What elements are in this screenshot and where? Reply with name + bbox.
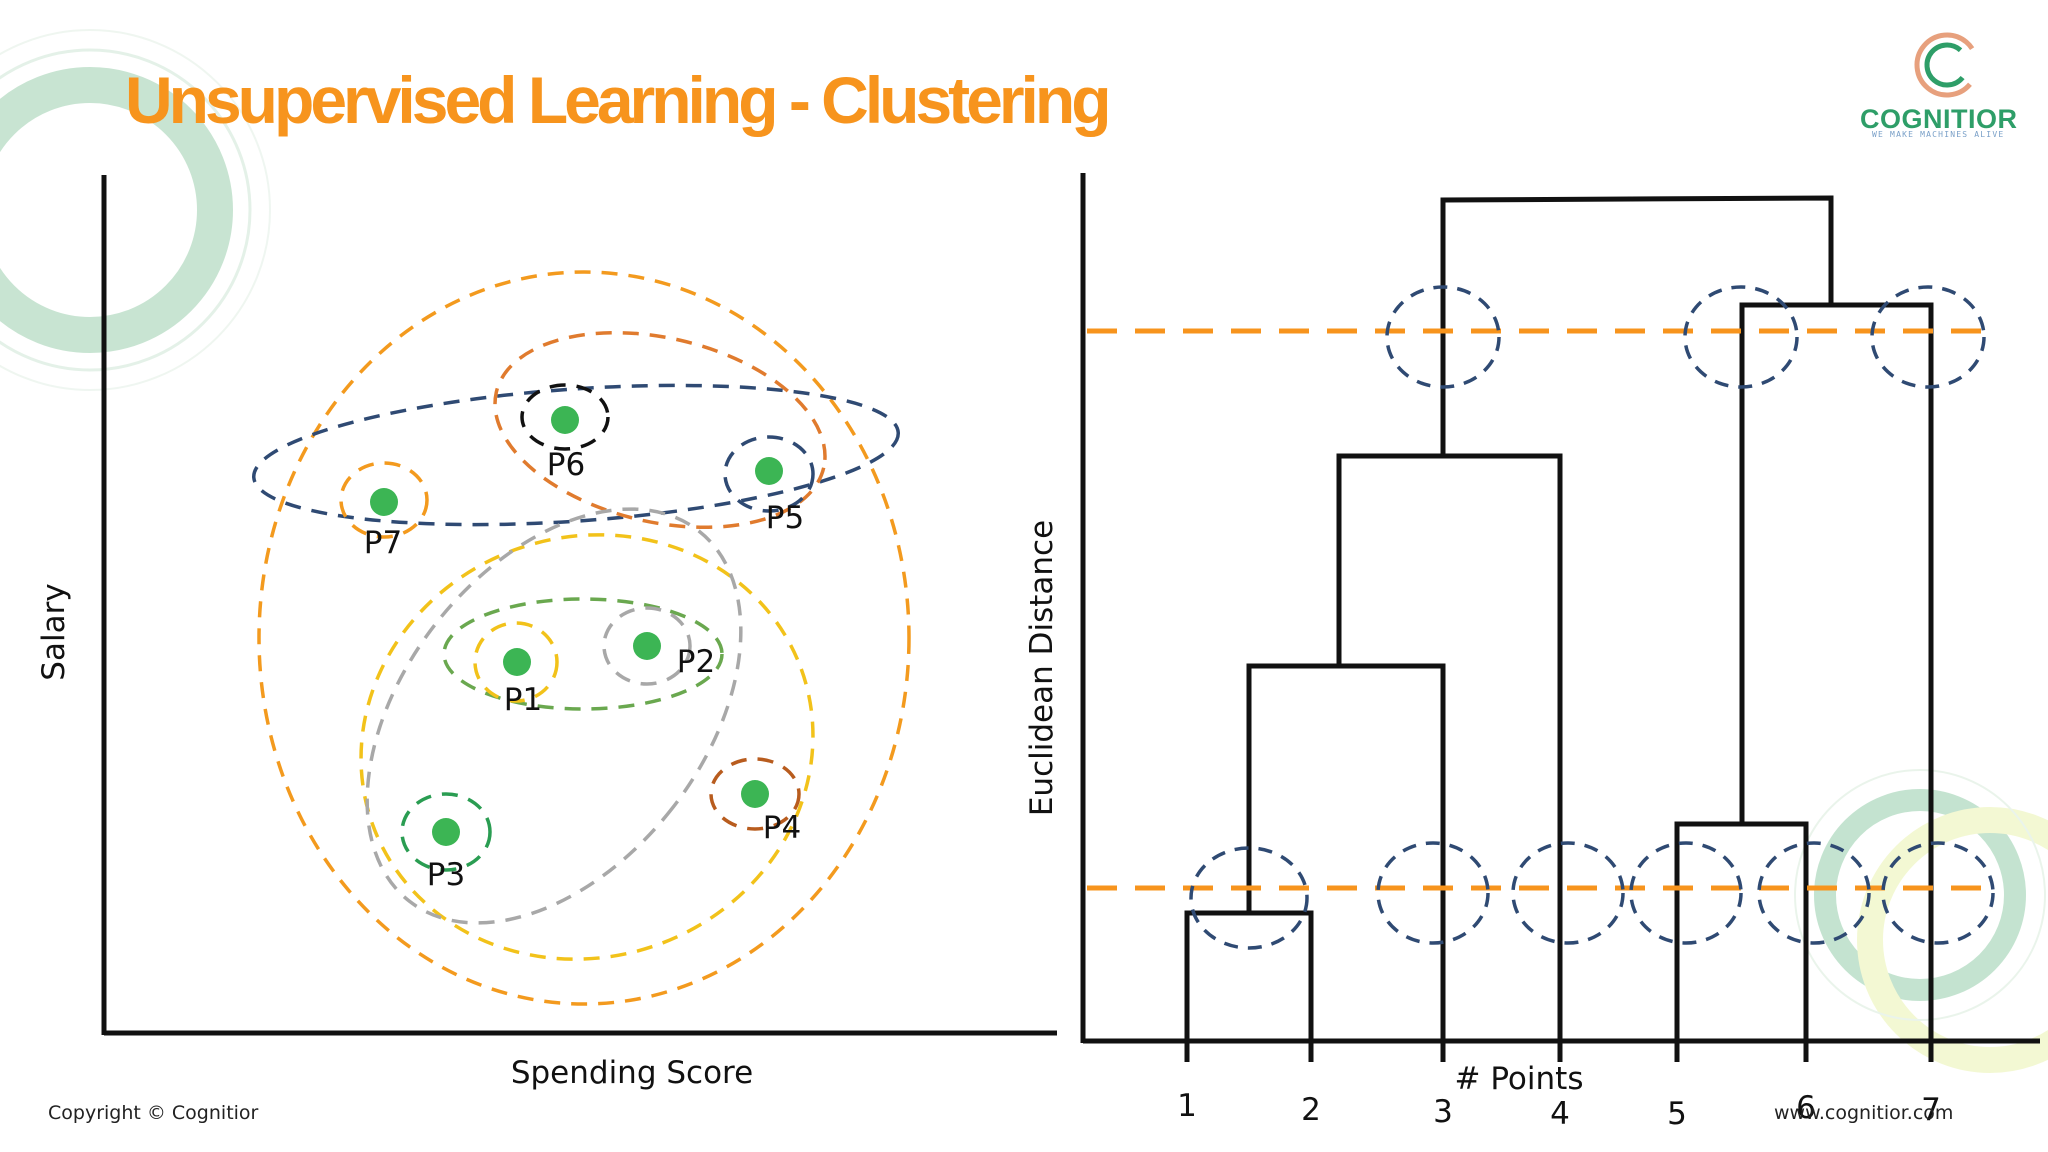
ring-outer-orange xyxy=(257,270,911,1006)
point-label-p5: P5 xyxy=(766,500,804,536)
point-p7 xyxy=(370,488,398,516)
cut-circle-low-4 xyxy=(1629,841,1743,945)
leaf-label-6: 6 xyxy=(1796,1090,1816,1126)
ring-p3 xyxy=(400,792,492,872)
point-p5 xyxy=(755,457,783,485)
dendrogram-y-label: Euclidean Distance xyxy=(1024,520,1060,816)
leaf-label-5: 5 xyxy=(1667,1096,1687,1132)
ring-p6 xyxy=(520,383,610,451)
leaf-label-4: 4 xyxy=(1550,1096,1570,1132)
cut-circle-low-3 xyxy=(1511,841,1625,945)
scatter-y-label: Salary xyxy=(36,583,72,680)
decor-ring-top-left xyxy=(0,29,271,391)
point-label-p3: P3 xyxy=(427,857,465,893)
ring-p5 xyxy=(723,435,815,513)
dendrogram-links xyxy=(1184,195,1934,1062)
point-p2 xyxy=(633,632,661,660)
cut-circle-low-6 xyxy=(1881,841,1995,945)
dendrogram-x-label: # Points xyxy=(1455,1061,1584,1097)
slide-title: Unsupervised Learning - Clustering xyxy=(125,63,1112,137)
ring-p2 xyxy=(602,606,692,686)
point-p4 xyxy=(741,780,769,808)
brand-tagline: WE MAKE MACHINES ALIVE xyxy=(1872,130,2005,139)
cut-circle-low-1 xyxy=(1189,846,1309,950)
ring-dark-orange-top xyxy=(493,330,827,530)
point-label-p6: P6 xyxy=(547,447,585,483)
ring-blue-top xyxy=(252,383,900,527)
link-56-7 xyxy=(1739,302,1934,1062)
point-label-p4: P4 xyxy=(763,810,801,846)
link-123-4 xyxy=(1336,453,1563,1062)
dendrogram-leaf-labels: 1 2 3 4 5 6 7 xyxy=(1177,1088,1941,1132)
leaf-label-3: 3 xyxy=(1433,1094,1453,1130)
brand-logo-icon xyxy=(1914,32,1980,98)
leaf-label-2: 2 xyxy=(1301,1092,1321,1128)
decor-ring-bottom-right xyxy=(1794,769,2048,1073)
leaf-label-1: 1 xyxy=(1177,1088,1197,1124)
point-label-p2: P2 xyxy=(677,644,715,680)
dendrogram-cuts xyxy=(1087,285,1998,950)
ring-green xyxy=(442,597,724,711)
point-label-p7: P7 xyxy=(364,525,402,561)
cut-circle-low-2 xyxy=(1376,841,1490,945)
scatter-x-label: Spending Score xyxy=(511,1055,753,1091)
point-p3 xyxy=(432,818,460,846)
link-1234-567 xyxy=(1440,195,1834,456)
ring-p7 xyxy=(339,461,429,539)
ring-gray xyxy=(365,507,743,925)
ring-p4 xyxy=(709,757,801,831)
leaf-label-7: 7 xyxy=(1921,1092,1941,1128)
point-p1 xyxy=(503,648,531,676)
cut-circle-low-5 xyxy=(1757,841,1871,945)
cut-circle-high-1 xyxy=(1385,285,1501,389)
point-p6 xyxy=(551,406,579,434)
link-12-3 xyxy=(1246,663,1446,1062)
point-label-p1: P1 xyxy=(504,682,542,718)
cut-circle-high-2 xyxy=(1683,285,1799,389)
footer-copyright: Copyright © Cognitior xyxy=(48,1102,259,1124)
footer-website: www.cognitior.com xyxy=(1774,1102,1954,1124)
ring-yellow xyxy=(359,533,815,961)
brand-name: COGNITIOR xyxy=(1860,104,2018,134)
cluster-rings xyxy=(252,270,911,1006)
cut-circle-high-3 xyxy=(1870,285,1986,389)
ring-p1 xyxy=(473,621,559,703)
